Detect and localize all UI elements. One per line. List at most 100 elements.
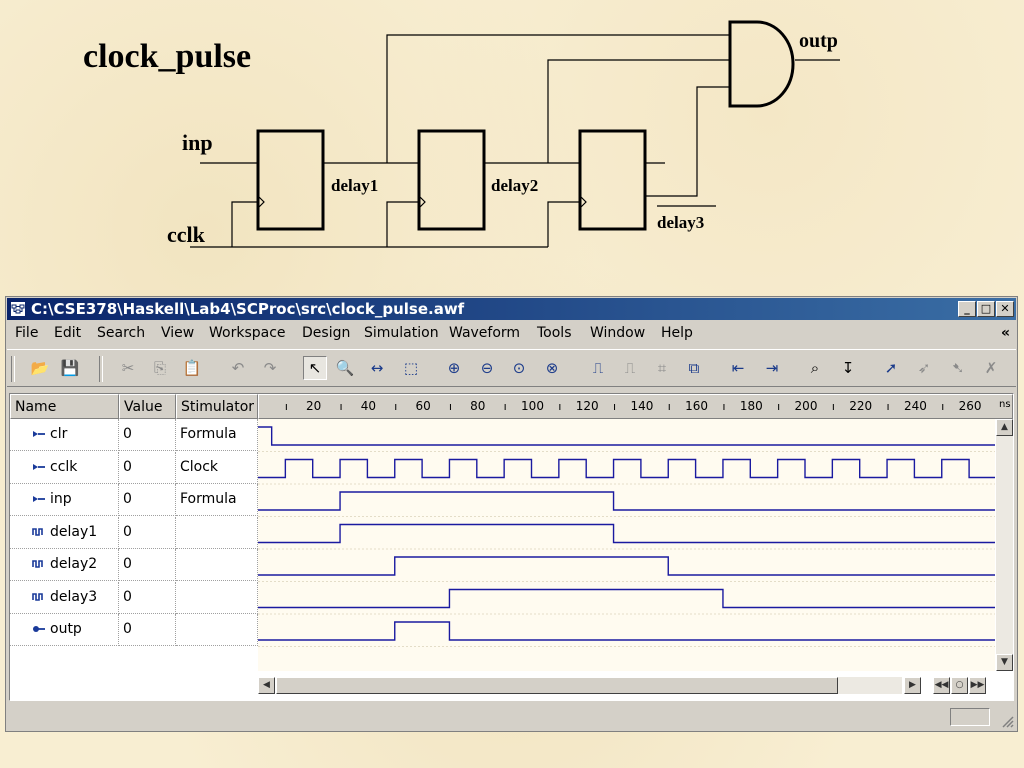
scroll-right-button[interactable]: ▶ — [904, 677, 921, 694]
timeline-tick-label: 40 — [361, 399, 376, 413]
signal-name-cell[interactable]: delay2 — [10, 549, 119, 581]
column-header-value[interactable]: Value — [119, 394, 176, 419]
zoom-reset-button[interactable]: ○ — [951, 677, 968, 694]
separator — [99, 356, 103, 382]
zoom-in-scroll-button[interactable]: ▶▶ — [969, 677, 986, 694]
label-delay3: delay3 — [657, 213, 704, 232]
scroll-left-button[interactable]: ◀ — [258, 677, 275, 694]
timeline-tick-label: 120 — [576, 399, 599, 413]
find-next-icon[interactable]: ↧ — [841, 359, 855, 377]
signal-stimulator: Clock — [176, 451, 258, 484]
compare-icon[interactable]: ⧉ — [688, 359, 700, 377]
status-bar — [7, 704, 1016, 730]
signal-value: 0 — [119, 451, 176, 484]
timeline-tick-label: 100 — [521, 399, 544, 413]
signal-name: outp — [50, 621, 82, 637]
paste-icon[interactable]: 📋 — [182, 359, 202, 377]
signal-name-cell[interactable]: delay3 — [10, 581, 119, 614]
resize-grip-icon[interactable] — [1000, 714, 1014, 728]
signal-name-cell[interactable]: outp — [10, 614, 119, 646]
menu-overflow-chevron[interactable]: « — [1000, 325, 1010, 341]
menu-workspace[interactable]: Workspace — [209, 325, 286, 341]
scroll-down-button[interactable]: ▼ — [996, 654, 1013, 671]
vertical-scrollbar[interactable]: ▲ ▼ — [996, 419, 1013, 671]
zoom-out-icon[interactable]: ⊖ — [480, 359, 494, 377]
bookmark-icon[interactable]: ➚ — [884, 359, 898, 377]
input-signal-icon — [33, 463, 45, 470]
cut-icon[interactable]: ✂ — [121, 359, 135, 377]
menu-window[interactable]: Window — [590, 325, 646, 341]
signal-value: 0 — [119, 614, 176, 646]
timeline-tick-label: 220 — [849, 399, 872, 413]
scroll-thumb[interactable] — [276, 677, 838, 694]
menu-simulation[interactable]: Simulation — [364, 325, 439, 341]
find-icon[interactable]: ⌕ — [810, 359, 820, 377]
menu-help[interactable]: Help — [661, 325, 693, 341]
signal-value: 0 — [119, 484, 176, 516]
label-delay1: delay1 — [331, 176, 378, 195]
menu-waveform[interactable]: Waveform — [449, 325, 521, 341]
timeline-tick-label: 60 — [415, 399, 430, 413]
signal-name-cell[interactable]: clr — [10, 419, 119, 451]
zoom-in-icon[interactable]: ⊕ — [447, 359, 461, 377]
menu-search[interactable]: Search — [97, 325, 146, 341]
select-pointer-icon[interactable]: ↖ — [303, 356, 327, 380]
scroll-up-button[interactable]: ▲ — [996, 419, 1013, 436]
timeline-tick-label: 240 — [904, 399, 927, 413]
copy-icon[interactable]: ⎘ — [153, 359, 166, 377]
input-signal-icon — [33, 431, 45, 437]
waveform-inp — [258, 491, 995, 511]
redo-icon[interactable]: ↷ — [263, 359, 277, 377]
save-icon[interactable]: 💾 — [60, 359, 80, 377]
waveform-pane[interactable] — [258, 419, 995, 671]
signal-name-cell[interactable]: inp — [10, 484, 119, 516]
minimize-button[interactable]: _ — [958, 301, 976, 317]
zoom-range-icon[interactable]: ⊗ — [545, 359, 559, 377]
timeline-tick-label: 260 — [959, 399, 982, 413]
menu-view[interactable]: View — [161, 325, 195, 341]
timeline-tick-label: 180 — [740, 399, 763, 413]
column-header-stimulator[interactable]: Stimulator — [176, 394, 258, 419]
stimulator-icon[interactable]: ⎍ — [624, 359, 636, 377]
timeline-tick-label: 20 — [306, 399, 321, 413]
menu-file[interactable]: File — [15, 325, 39, 341]
horizontal-scrollbar[interactable]: ◀ ▶ ◀◀ ○ ▶▶ — [258, 676, 995, 696]
toolbar: 📂 💾 ✂ ⎘ 📋 ↶ ↷ ↖ 🔍 ↔ ⬚ ⊕ ⊖ ⊙ ⊗ ⎍ ⎍ ⌗ ⧉ ⇤ … — [7, 349, 1016, 387]
scroll-track[interactable] — [838, 677, 902, 694]
signal-stimulator: Formula — [176, 419, 258, 451]
menu-tools[interactable]: Tools — [537, 325, 572, 341]
select-region-icon[interactable]: ⬚ — [403, 359, 419, 377]
open-icon[interactable]: 📂 — [30, 359, 50, 377]
label-inp: inp — [182, 130, 213, 155]
timeline-tick-label: 200 — [795, 399, 818, 413]
signal-name-cell[interactable]: delay1 — [10, 516, 119, 549]
menu-design[interactable]: Design — [302, 325, 351, 341]
zoom-icon[interactable]: 🔍 — [335, 359, 355, 377]
signal-name-cell[interactable]: cclk — [10, 451, 119, 484]
output-signal-icon — [33, 626, 45, 632]
bookmark-prev-icon[interactable]: ➷ — [951, 359, 965, 377]
next-edge-icon[interactable]: ⇥ — [765, 359, 779, 377]
column-header-name[interactable]: Name — [10, 394, 119, 419]
zoom-out-scroll-button[interactable]: ◀◀ — [933, 677, 950, 694]
undo-icon[interactable]: ↶ — [231, 359, 245, 377]
close-button[interactable]: ✕ — [996, 301, 1014, 317]
zoom-fit-icon[interactable]: ⊙ — [512, 359, 526, 377]
group-icon[interactable]: ⌗ — [657, 359, 667, 377]
maximize-button[interactable]: □ — [977, 301, 995, 317]
prev-edge-icon[interactable]: ⇤ — [731, 359, 745, 377]
menu-edit[interactable]: Edit — [54, 325, 82, 341]
dff3 — [578, 129, 647, 231]
bookmark-clear-icon[interactable]: ✗ — [984, 359, 998, 377]
measure-icon[interactable]: ↔ — [370, 359, 384, 377]
signal-row[interactable]: outp 0 — [10, 614, 258, 646]
add-signal-icon[interactable]: ⎍ — [592, 359, 604, 377]
bookmark-next-icon[interactable]: ➶ — [917, 359, 931, 377]
